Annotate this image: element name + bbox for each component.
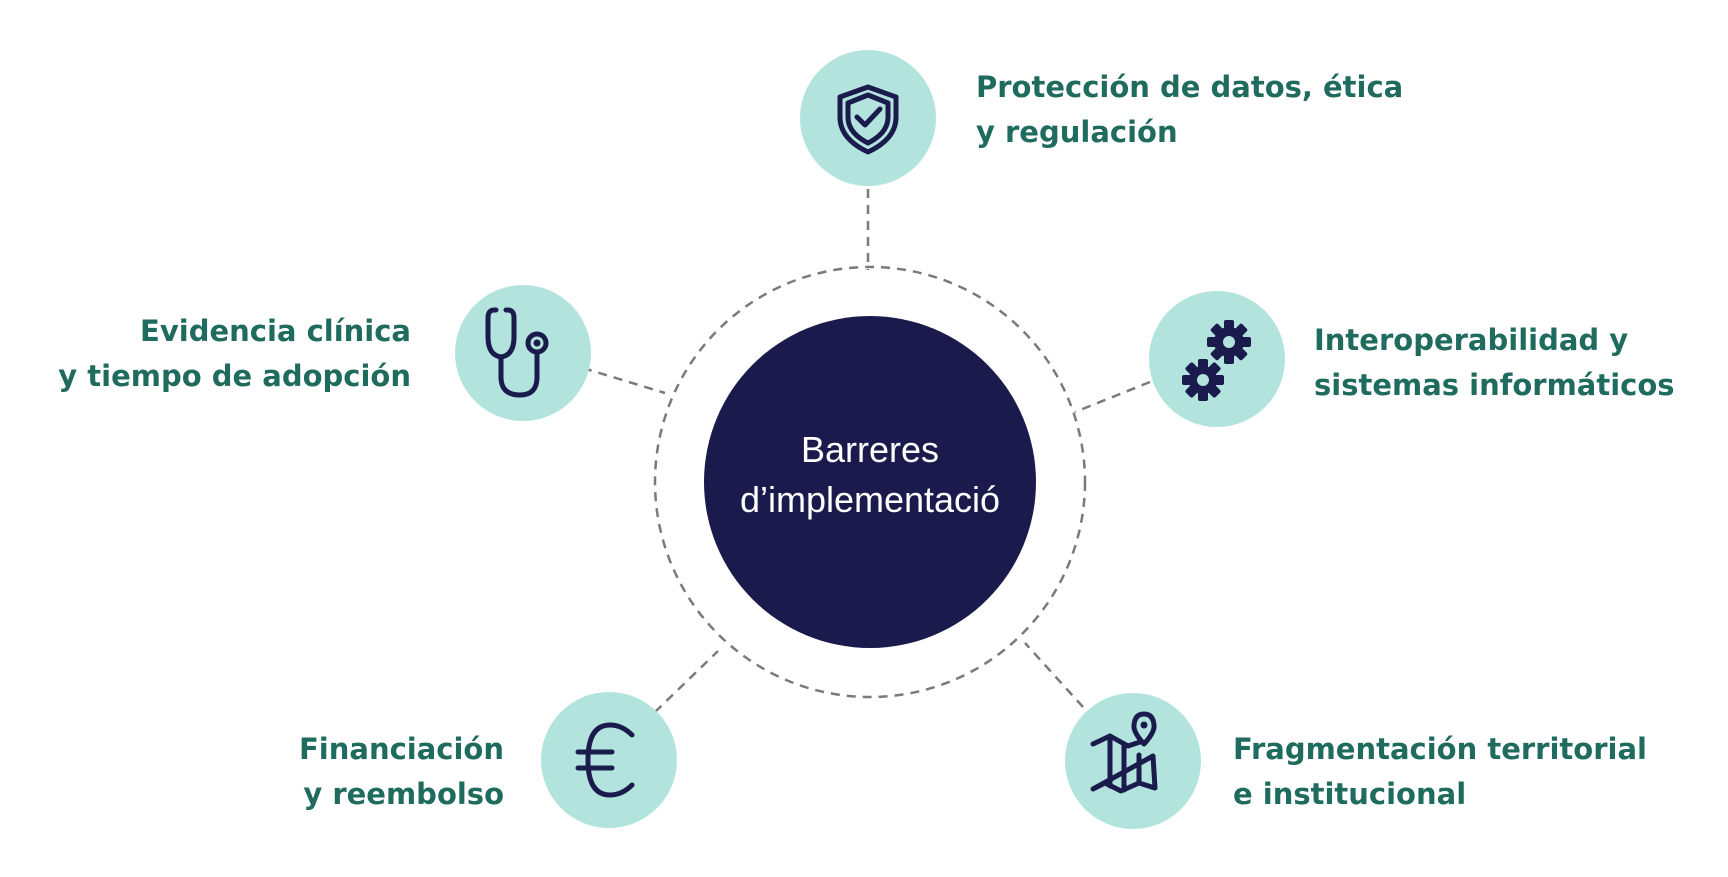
label-financing-line1: Financiación bbox=[298, 732, 504, 766]
node-data-protection bbox=[800, 50, 936, 186]
label-interoperability-line2: sistemas informáticos bbox=[1314, 368, 1675, 402]
central-hub bbox=[704, 316, 1036, 648]
node-interoperability bbox=[1149, 291, 1285, 427]
label-financing-line2: y reembolso bbox=[303, 777, 504, 811]
label-interoperability: Interoperabilidad y sistemas informático… bbox=[1314, 318, 1675, 408]
hub-title-line1: Barreres bbox=[801, 429, 939, 470]
euro-icon bbox=[575, 722, 635, 798]
node-clinical-evidence bbox=[455, 285, 591, 421]
connector-fragmentation bbox=[1024, 642, 1084, 708]
dashed-ring bbox=[653, 265, 1087, 699]
label-clinical-evidence: Evidencia clínica y tiempo de adopción bbox=[58, 309, 411, 399]
label-fragmentation-line1: Fragmentación territorial bbox=[1233, 732, 1647, 766]
hub-title-line2: d’implementació bbox=[740, 479, 1000, 520]
label-clinical-evidence-line2: y tiempo de adopción bbox=[58, 359, 411, 393]
node-financing bbox=[541, 692, 677, 828]
label-data-protection: Protección de datos, ética y regulación bbox=[976, 65, 1403, 155]
label-data-protection-line1: Protección de datos, ética bbox=[976, 70, 1404, 104]
label-data-protection-line2: y regulación bbox=[976, 115, 1178, 149]
label-clinical-evidence-line1: Evidencia clínica bbox=[140, 314, 411, 348]
connector-financing bbox=[654, 650, 719, 713]
gears-icon bbox=[1182, 320, 1251, 401]
label-financing: Financiación y reembolso bbox=[299, 727, 504, 817]
label-fragmentation-line2: e institucional bbox=[1233, 777, 1467, 811]
label-interoperability-line1: Interoperabilidad y bbox=[1314, 323, 1629, 357]
stethoscope-icon bbox=[485, 307, 549, 398]
connector-interoperability bbox=[1074, 380, 1151, 414]
shield-check-icon bbox=[837, 84, 899, 155]
label-fragmentation: Fragmentación territorial e instituciona… bbox=[1233, 727, 1647, 817]
connector-clinical-evidence bbox=[582, 366, 666, 395]
node-fragmentation bbox=[1065, 693, 1201, 829]
map-pin-icon bbox=[1090, 711, 1158, 794]
